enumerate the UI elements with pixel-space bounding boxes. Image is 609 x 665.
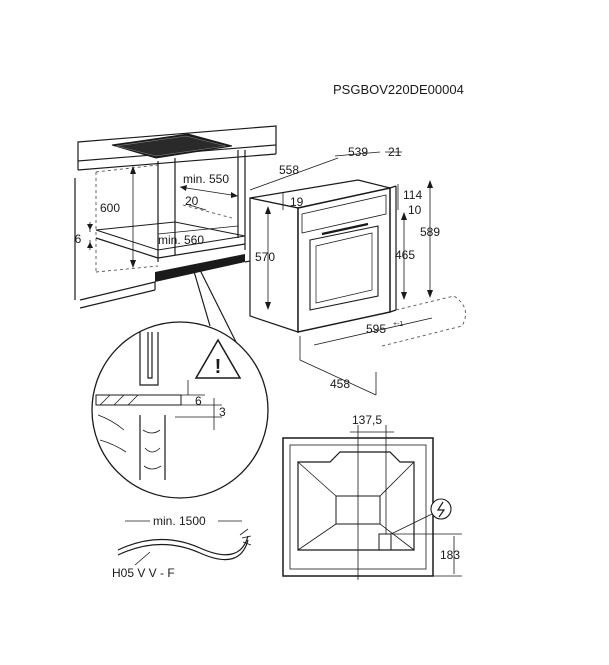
cable-type-label: H05 V V - F <box>112 566 175 580</box>
power-icon <box>430 498 452 520</box>
panel-label: 21 <box>388 145 402 159</box>
cable-length-label: min. 1500 <box>153 514 206 528</box>
width-main-label: 595 <box>366 322 386 336</box>
step-label: 6 <box>75 232 82 246</box>
oven-body-depth-label: 539 <box>348 145 368 159</box>
oven-height-label: 570 <box>255 250 275 264</box>
cabinet-height-label: 600 <box>100 201 120 215</box>
width-tol-label: +-1 <box>393 321 403 328</box>
rear-offset-x-label: 137,5 <box>352 413 382 427</box>
upper-label: 114 <box>403 188 422 202</box>
detail-callout: ! 6 3 <box>91 265 269 499</box>
vent-gap-label: 20 <box>185 194 199 208</box>
gap-b-label: 3 <box>219 405 226 419</box>
inner-height-label: 465 <box>395 248 415 262</box>
cabinet-dimensions: 600 min. 550 20 min. 560 6 <box>75 166 239 268</box>
top-offset-label: 19 <box>290 195 304 209</box>
oven-drawing <box>249 179 397 333</box>
cabinet-width-label: min. 560 <box>158 233 204 247</box>
svg-text:!: ! <box>215 356 222 378</box>
cabinet-drawing <box>74 125 277 309</box>
upper-small-label: 10 <box>408 203 422 217</box>
cabinet-depth-label: min. 550 <box>183 172 229 186</box>
warning-icon <box>194 338 242 379</box>
rear-view: 137,5 183 <box>282 413 462 580</box>
total-height-label: 589 <box>420 225 440 239</box>
cable-drawing: min. 1500 H05 V V - F <box>112 514 252 580</box>
doc-code: PSGBOV220DE00004 <box>333 82 464 97</box>
oven-dimensions: 558 539 21 19 114 10 465 589 570 595 +-1… <box>249 145 467 396</box>
oven-depth-label: 558 <box>279 163 299 177</box>
rear-offset-y-label: 183 <box>440 548 460 562</box>
door-open-label: 458 <box>330 377 350 391</box>
gap-a-label: 6 <box>195 394 202 408</box>
